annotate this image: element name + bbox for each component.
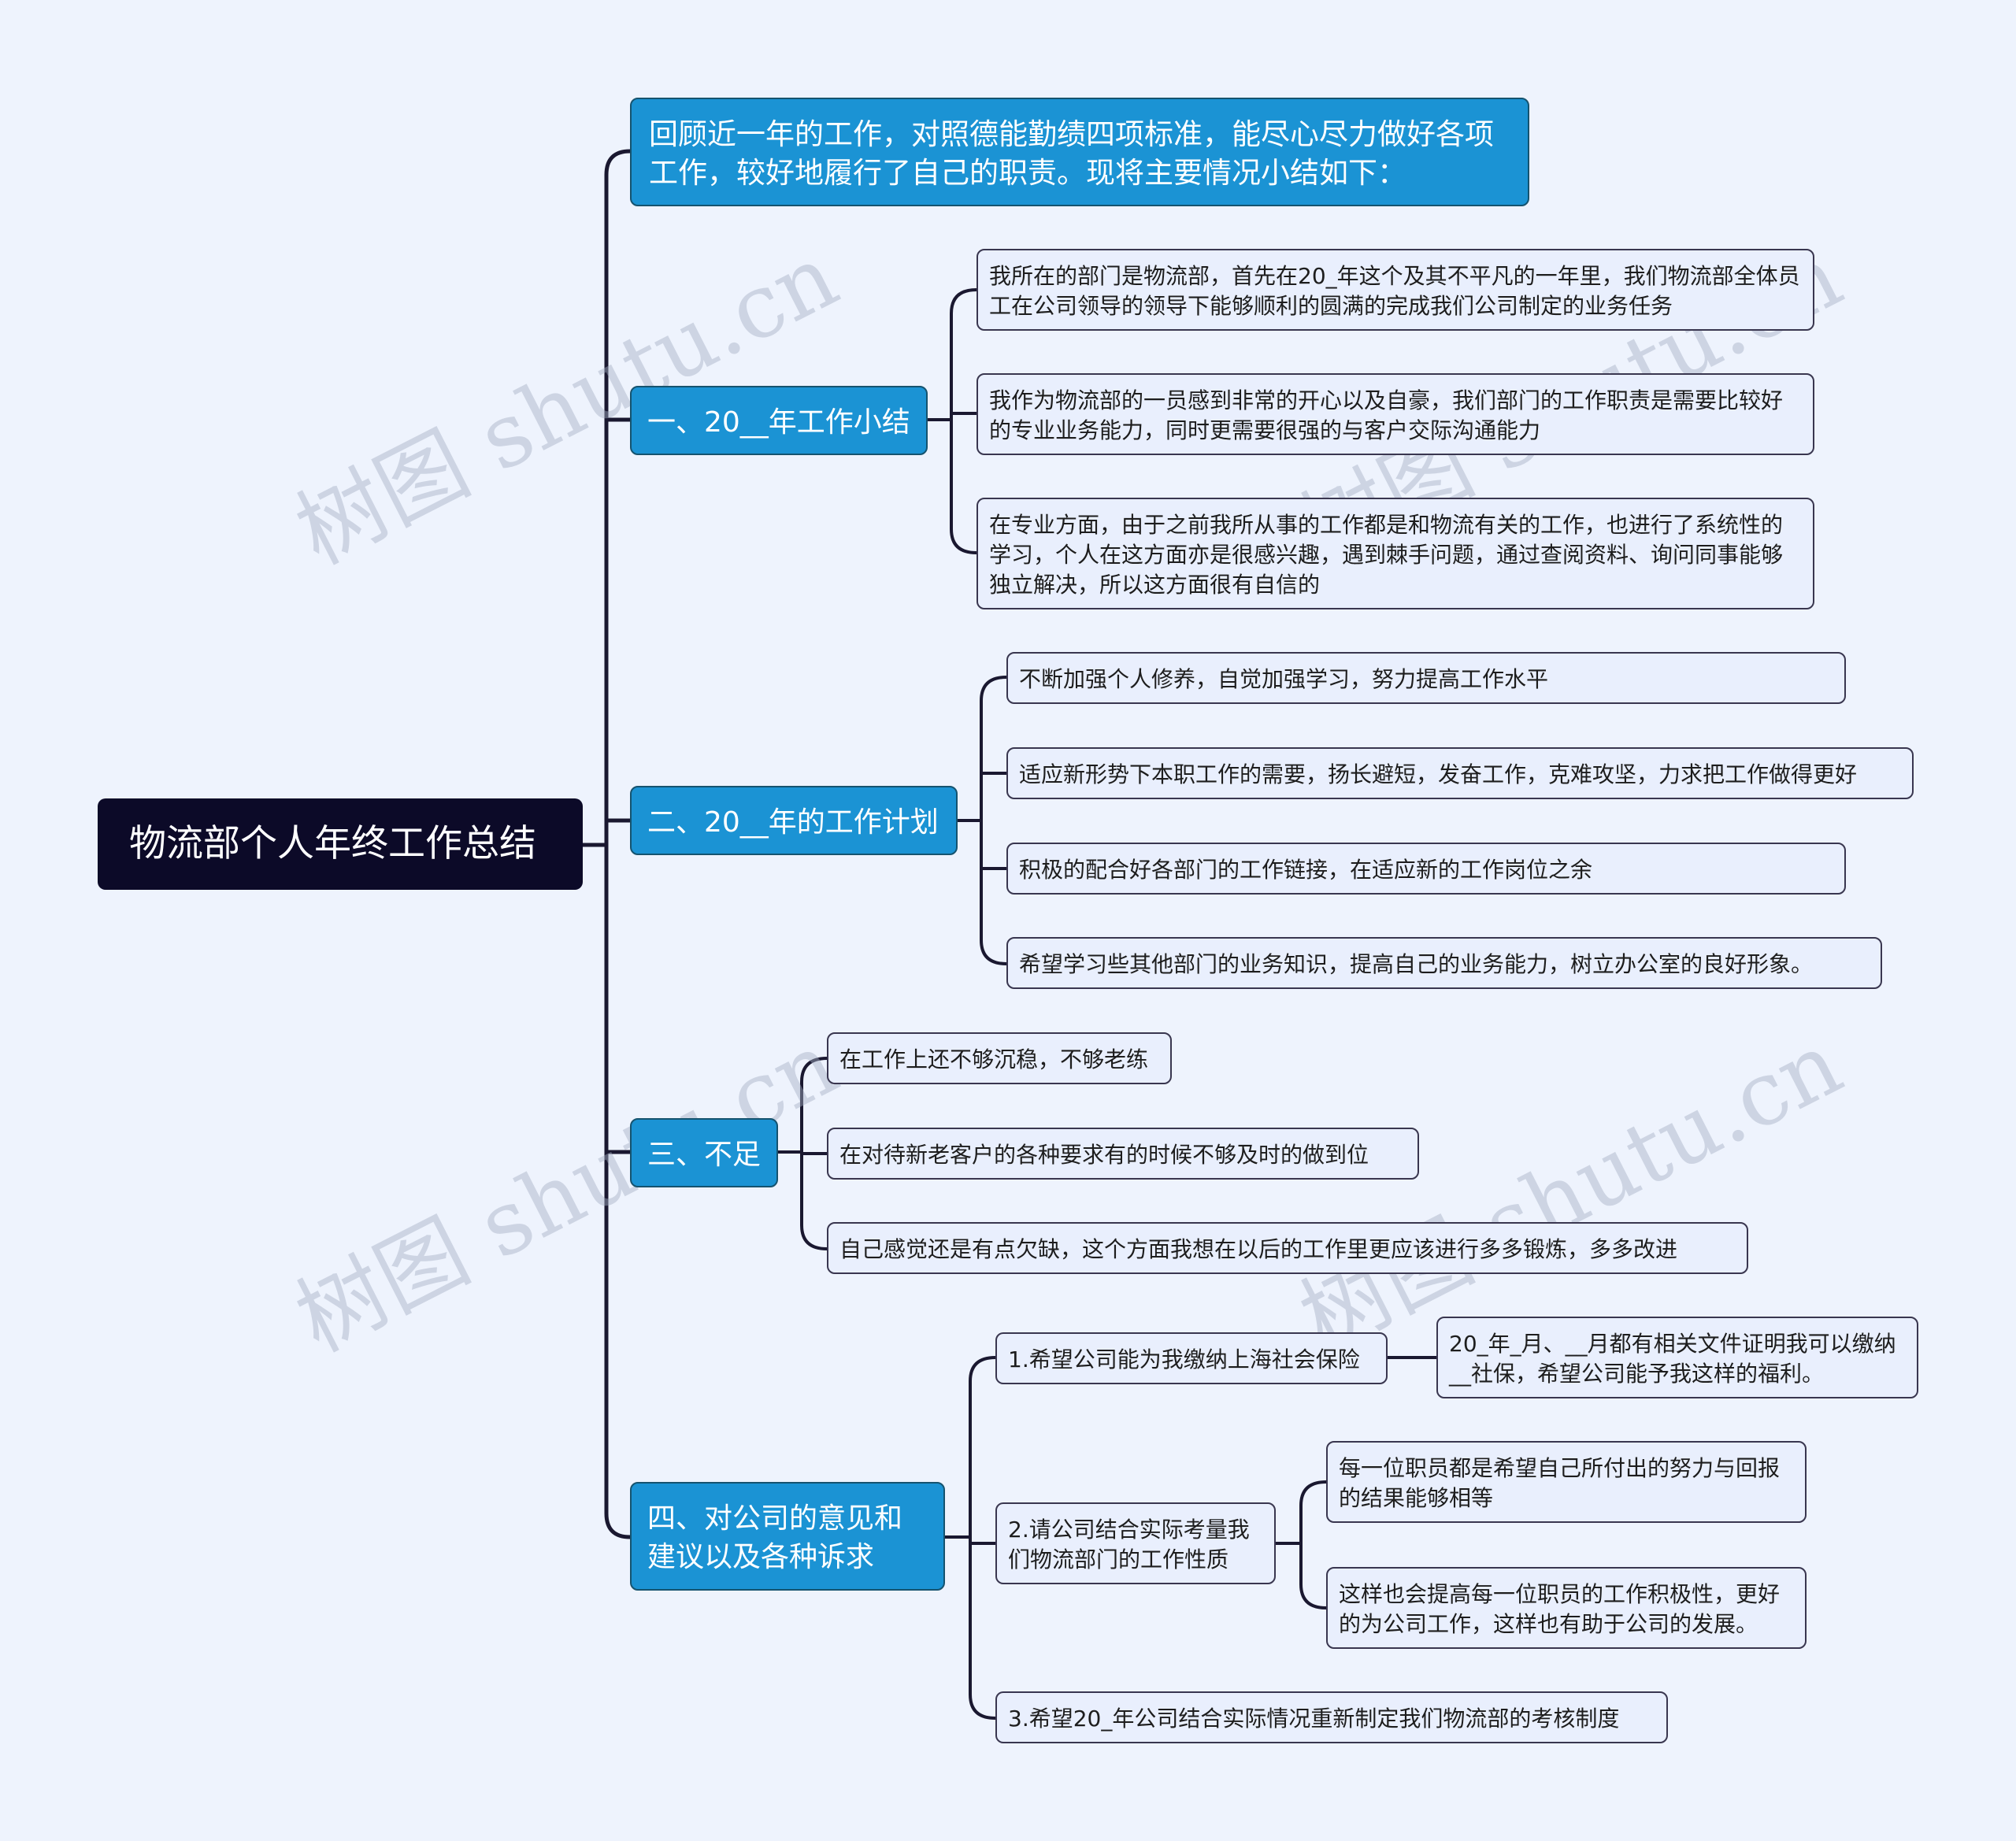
suggestion-detail[interactable]: 每一位职员都是希望自己所付出的努力与回报的结果能够相等 [1326, 1441, 1807, 1523]
connector-s1-spine [950, 288, 978, 554]
section-title-shortcomings[interactable]: 三、不足 [630, 1118, 778, 1187]
connector-s2-spine [980, 676, 1008, 965]
section-title-work-summary[interactable]: 一、20__年工作小结 [630, 386, 928, 455]
suggestion-item[interactable]: 2.请公司结合实际考量我们物流部门的工作性质 [995, 1502, 1276, 1584]
connector-s4-spine [969, 1356, 997, 1720]
intro-topic[interactable]: 回顾近一年的工作，对照德能勤绩四项标准，能尽心尽力做好各项工作，较好地履行了自己… [630, 98, 1529, 206]
list-item[interactable]: 我作为物流部的一员感到非常的开心以及自豪，我们部门的工作职责是需要比较好的专业业… [976, 373, 1814, 455]
section-title-suggestions[interactable]: 四、对公司的意见和建议以及各种诉求 [630, 1482, 945, 1591]
list-item[interactable]: 适应新形势下本职工作的需要，扬长避短，发奋工作，克难攻坚，力求把工作做得更好 [1006, 747, 1914, 799]
list-item[interactable]: 自己感觉还是有点欠缺，这个方面我想在以后的工作里更应该进行多多锻炼，多多改进 [827, 1222, 1748, 1274]
list-item[interactable]: 积极的配合好各部门的工作链接，在适应新的工作岗位之余 [1006, 843, 1846, 895]
list-item[interactable]: 希望学习些其他部门的业务知识，提高自己的业务能力，树立办公室的良好形象。 [1006, 937, 1882, 989]
list-item[interactable]: 我所在的部门是物流部，首先在20_年这个及其不平凡的一年里，我们物流部全体员工在… [976, 249, 1814, 331]
section-title-work-plan[interactable]: 二、20__年的工作计划 [630, 786, 958, 855]
connector-root-trunk [604, 149, 632, 1539]
list-item[interactable]: 在对待新老客户的各种要求有的时候不够及时的做到位 [827, 1128, 1419, 1180]
suggestion-detail[interactable]: 这样也会提高每一位职员的工作积极性，更好的为公司工作，这样也有助于公司的发展。 [1326, 1567, 1807, 1649]
list-item[interactable]: 在工作上还不够沉稳，不够老练 [827, 1032, 1172, 1084]
suggestion-item[interactable]: 3.希望20_年公司结合实际情况重新制定我们物流部的考核制度 [995, 1691, 1668, 1743]
list-item[interactable]: 不断加强个人修养，自觉加强学习，努力提高工作水平 [1006, 652, 1846, 704]
suggestion-detail[interactable]: 20_年_月、__月都有相关文件证明我可以缴纳__社保，希望公司能予我这样的福利… [1436, 1317, 1918, 1398]
root-topic[interactable]: 物流部个人年终工作总结 [98, 798, 583, 890]
list-item[interactable]: 在专业方面，由于之前我所从事的工作都是和物流有关的工作，也进行了系统性的学习，个… [976, 498, 1814, 609]
suggestion-item[interactable]: 1.希望公司能为我缴纳上海社会保险 [995, 1332, 1388, 1384]
connector-sub2-spine [1299, 1480, 1328, 1609]
